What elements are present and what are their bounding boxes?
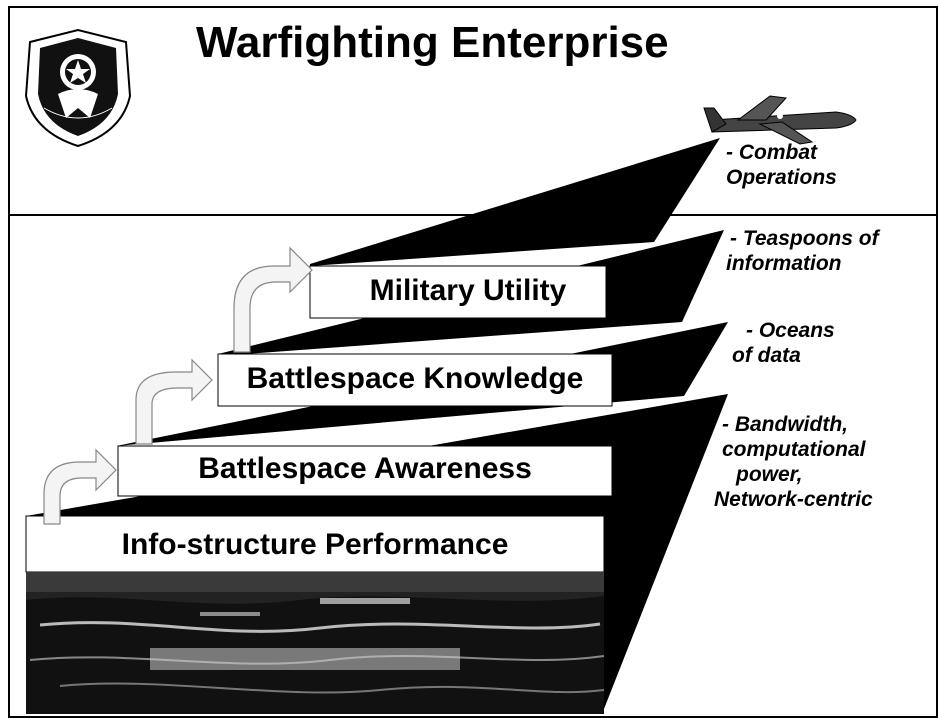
page-title: Warfighting Enterprise xyxy=(196,18,669,67)
side-note-line: Network-centric xyxy=(714,488,873,511)
side-note-line: - Oceans xyxy=(746,319,835,342)
side-note-line: - Combat xyxy=(726,141,817,164)
step-face-3 xyxy=(217,353,613,407)
step-face-2 xyxy=(117,445,613,497)
side-note-line: - Bandwidth, xyxy=(722,413,848,436)
aircraft-icon xyxy=(703,95,857,145)
step-label-military-utility: Military Utility xyxy=(369,274,567,307)
air-force-shield-emblem xyxy=(24,28,132,148)
side-note-line: computational xyxy=(722,438,866,461)
step-label-battlespace-awareness: Battlespace Awareness xyxy=(198,452,532,485)
wedge-level-4 xyxy=(310,138,720,266)
side-note-line: power, xyxy=(736,463,803,486)
step-face-4 xyxy=(309,265,607,319)
slide-frame xyxy=(8,6,938,718)
curved-arrow-icon xyxy=(135,358,213,445)
step-label-battlespace-knowledge: Battlespace Knowledge xyxy=(246,362,584,395)
side-note-teaspoons: - Teaspoons of information xyxy=(726,226,879,276)
side-note-line: - Teaspoons of xyxy=(730,227,879,250)
side-note-oceans-of-data: - Oceans of data xyxy=(732,318,835,368)
side-note-combat-operations: - Combat Operations xyxy=(726,140,837,190)
curved-arrow-icon xyxy=(233,246,313,353)
side-note-line: information xyxy=(726,252,842,275)
step-label-info-structure: Info-structure Performance xyxy=(121,528,509,561)
side-note-line: Operations xyxy=(726,166,837,189)
side-note-bandwidth: - Bandwidth, computational power, Networ… xyxy=(714,412,873,512)
curved-arrow-icon xyxy=(43,448,117,525)
side-note-line: of data xyxy=(732,344,801,367)
landscape-photo xyxy=(26,572,605,714)
